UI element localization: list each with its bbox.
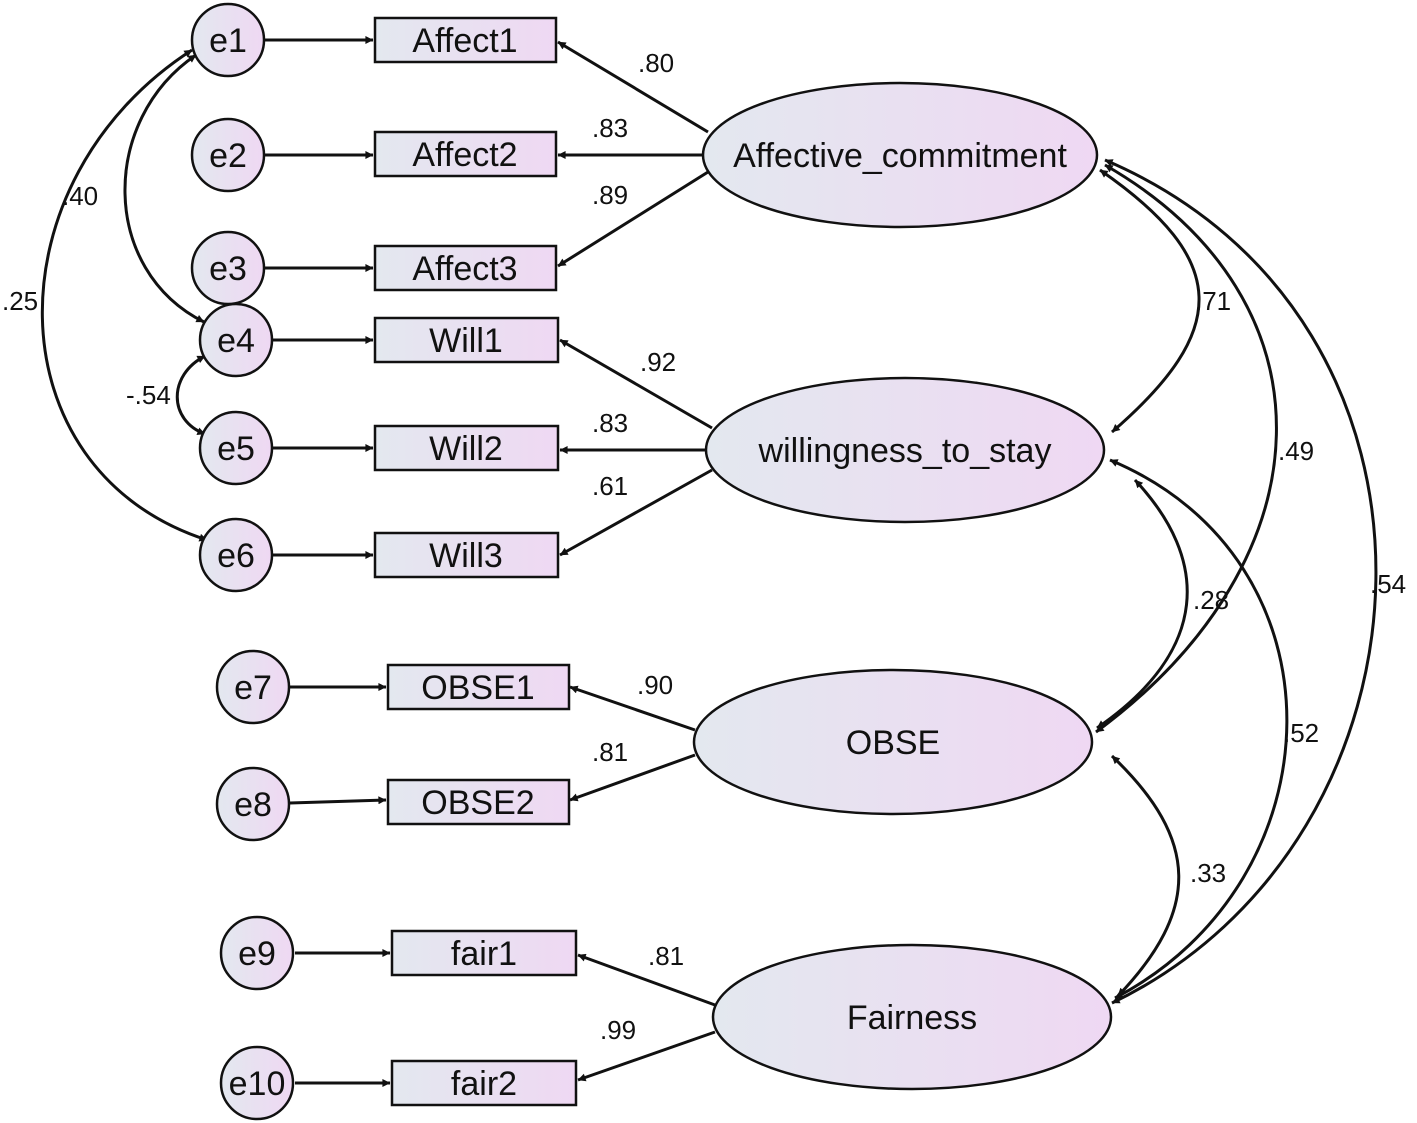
loading-path-obse2 — [569, 753, 696, 802]
coef-loading-affect3: .89 — [592, 180, 628, 210]
indicator-label: OBSE1 — [421, 669, 534, 707]
coef-corr-will-obse: .28 — [1193, 585, 1229, 615]
error-e6: e6 — [198, 517, 274, 593]
corr-affect-will — [1099, 168, 1201, 434]
loading-path-will1 — [559, 338, 713, 430]
indicator-label: fair2 — [451, 1065, 517, 1103]
coef-loading-fair2: .99 — [600, 1015, 636, 1045]
coef-loading-will2: .83 — [592, 408, 628, 438]
corr-will-obse — [1096, 478, 1189, 730]
coef-loading-obse1: .90 — [637, 670, 673, 700]
latent-label: willingness_to_stay — [758, 432, 1052, 470]
loading-path-fair2 — [577, 1030, 716, 1082]
indicator-obse1: OBSE1 — [386, 663, 571, 711]
indicator-label: Affect1 — [412, 22, 517, 60]
loading-path-will3 — [559, 468, 713, 557]
coef-cov-e4-e5: -.54 — [126, 380, 171, 410]
error-label: e2 — [209, 137, 247, 175]
coef-cov-e1-e4: .40 — [62, 181, 98, 211]
loading-path-obse1 — [569, 685, 696, 732]
coef-loading-obse2: .81 — [592, 737, 628, 767]
error-e7: e7 — [215, 649, 291, 725]
indicator-label: Affect3 — [412, 250, 517, 288]
indicator-will3: Will3 — [373, 531, 560, 579]
corr-will-fair — [1109, 458, 1289, 1000]
error-path-e8 — [289, 796, 387, 805]
coef-loading-fair1: .81 — [648, 941, 684, 971]
error-e3: e3 — [190, 230, 266, 306]
indicator-label: Will1 — [429, 322, 503, 360]
coef-loading-affect2: .83 — [592, 113, 628, 143]
loading-path-affect3 — [557, 170, 709, 268]
indicator-label: fair1 — [451, 935, 517, 973]
corr-affect-obse — [1095, 163, 1278, 734]
latent-fairness: Fairness — [711, 943, 1113, 1091]
latent-label: Fairness — [847, 999, 977, 1037]
latent-label: Affective_commitment — [733, 137, 1067, 175]
error-e2: e2 — [190, 117, 266, 193]
indicator-obse2: OBSE2 — [386, 778, 571, 826]
latent-label: OBSE — [846, 724, 940, 762]
error-label: e7 — [234, 669, 272, 707]
coef-corr-obse-fair: .33 — [1190, 858, 1226, 888]
indicator-label: OBSE2 — [421, 784, 534, 822]
indicator-affect1: Affect1 — [373, 16, 558, 64]
indicator-affect3: Affect3 — [373, 244, 558, 292]
error-e5: e5 — [198, 410, 274, 486]
loading-path-fair1 — [577, 953, 716, 1007]
indicator-label: Will2 — [429, 430, 503, 468]
indicator-fair1: fair1 — [390, 929, 578, 977]
indicator-fair2: fair2 — [390, 1059, 578, 1107]
indicator-will2: Will2 — [373, 424, 560, 472]
error-label: e8 — [234, 786, 272, 824]
coef-loading-will3: .61 — [592, 471, 628, 501]
coef-loading-will1: .92 — [640, 347, 676, 377]
error-label: e4 — [217, 322, 255, 360]
error-e10: e10 — [219, 1045, 295, 1121]
error-e1: e1 — [190, 2, 266, 78]
error-label: e9 — [238, 935, 276, 973]
latent-obse: OBSE — [692, 668, 1094, 816]
cov-e1-e6 — [40, 48, 208, 542]
cov-e4-e5 — [175, 354, 206, 436]
coef-corr-affect-fair: .54 — [1370, 569, 1406, 599]
latent-affective-commitment: Affective_commitment — [701, 81, 1099, 229]
coef-corr-will-fair: .52 — [1283, 718, 1319, 748]
error-label: e10 — [229, 1065, 286, 1103]
error-e4: e4 — [198, 302, 274, 378]
error-e9: e9 — [219, 915, 295, 991]
coef-corr-affect-obse: .49 — [1278, 436, 1314, 466]
latent-willingness-to-stay: willingness_to_stay — [704, 376, 1106, 524]
loading-path-affect1 — [557, 40, 709, 134]
corr-affect-fair — [1104, 158, 1378, 1005]
coef-cov-e1-e6: .25 — [2, 286, 38, 316]
error-label: e6 — [217, 537, 255, 575]
error-label: e1 — [209, 22, 247, 60]
indicator-label: Will3 — [429, 537, 503, 575]
error-label: e5 — [217, 430, 255, 468]
indicator-label: Affect2 — [412, 136, 517, 174]
corr-obse-fair — [1110, 754, 1181, 998]
cov-e1-e4 — [123, 53, 205, 324]
indicator-will1: Will1 — [373, 316, 560, 364]
error-e8: e8 — [215, 766, 291, 842]
coef-corr-affect-will: .71 — [1195, 286, 1231, 316]
indicator-affect2: Affect2 — [373, 130, 558, 178]
error-label: e3 — [209, 250, 247, 288]
coef-loading-affect1: .80 — [638, 48, 674, 78]
